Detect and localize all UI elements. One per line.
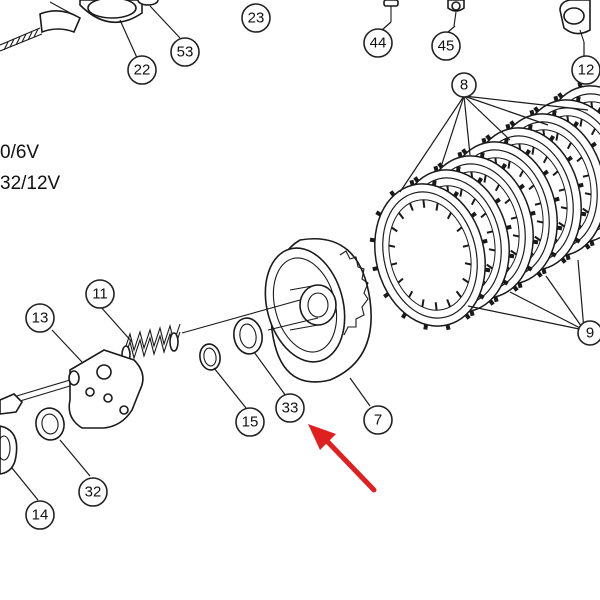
leader-lines <box>11 5 589 501</box>
callout-15: 15 <box>235 407 265 437</box>
callout-53: 53 <box>170 37 200 67</box>
svg-text:8: 8 <box>460 77 468 94</box>
svg-text:33: 33 <box>282 400 299 417</box>
svg-text:11: 11 <box>92 286 108 303</box>
svg-text:45: 45 <box>438 38 455 55</box>
callout-44: 44 <box>363 28 393 58</box>
callout-7: 7 <box>363 405 393 435</box>
svg-text:53: 53 <box>177 44 194 61</box>
part-12-shape <box>559 0 591 43</box>
cup-part <box>79 0 159 24</box>
clutch-plate-stack <box>369 81 600 331</box>
top-left-rod <box>0 1 82 52</box>
bolt-45-part <box>447 0 465 27</box>
callout-9: 9 <box>577 320 600 346</box>
svg-text:14: 14 <box>32 507 49 524</box>
axis-line <box>181 299 301 334</box>
spec-line-2: 32/12V <box>0 173 61 194</box>
clutch-hub-part <box>264 238 372 383</box>
svg-text:44: 44 <box>370 35 387 52</box>
callout-8: 8 <box>451 72 477 98</box>
svg-text:15: 15 <box>242 414 259 431</box>
callout-14: 14 <box>25 500 55 530</box>
spec-line-1: 0/6V <box>0 142 39 163</box>
clutch-plate <box>369 179 491 331</box>
washer-32-part <box>35 407 65 441</box>
spring-11-part <box>121 323 181 365</box>
svg-text:23: 23 <box>248 10 265 27</box>
callout-45: 45 <box>431 31 461 61</box>
bolt-44-part <box>383 0 399 22</box>
callout-11: 11 <box>85 279 115 309</box>
svg-text:7: 7 <box>374 412 382 429</box>
callout-23: 23 <box>241 3 271 33</box>
callout-22: 22 <box>127 55 157 85</box>
svg-text:32: 32 <box>85 484 102 501</box>
circlip-15-part <box>199 343 221 371</box>
callout-13: 13 <box>25 303 55 333</box>
svg-text:22: 22 <box>134 62 151 79</box>
nut-14-part <box>0 425 18 475</box>
callout-33: 33 <box>275 393 305 423</box>
callout-32: 32 <box>78 477 108 507</box>
svg-text:13: 13 <box>32 310 49 327</box>
push-rod-end <box>0 393 24 415</box>
callout-12: 12 <box>571 55 600 85</box>
svg-text:9: 9 <box>586 325 594 342</box>
svg-text:12: 12 <box>578 62 595 79</box>
red-arrow-indicator <box>308 424 377 493</box>
washer-33-part <box>233 317 263 355</box>
lifter-plate-13-part <box>68 349 144 429</box>
